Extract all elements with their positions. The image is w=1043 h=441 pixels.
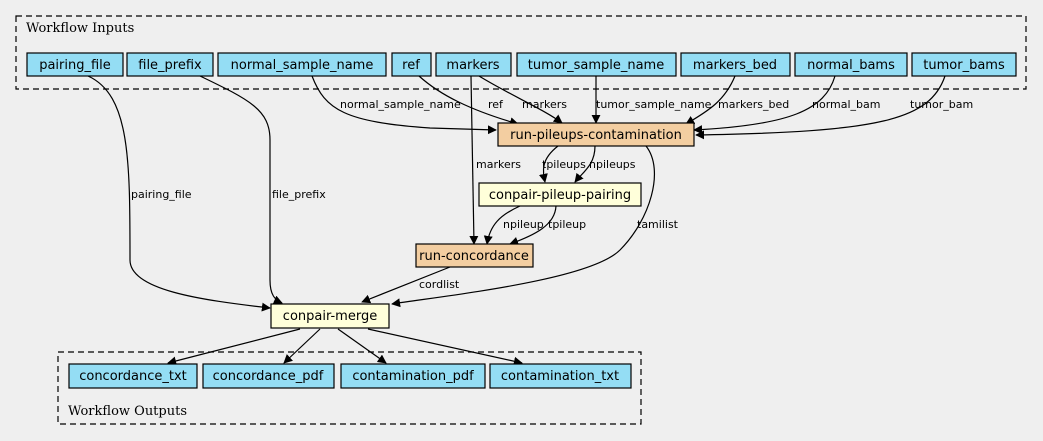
output-node-contamination-pdf[interactable]: contamination_pdf [340, 363, 486, 389]
svg-text:file_prefix: file_prefix [138, 58, 202, 73]
input-node-markers-bed[interactable]: markers_bed [680, 52, 791, 77]
edge-ref-to-pileups [418, 75, 519, 127]
svg-text:normal_bams: normal_bams [807, 58, 895, 73]
edge-merge-to-concordance-txt [167, 328, 301, 366]
edge-markers-bed-to-pileups [685, 75, 736, 125]
edge-label-pairing-file: pairing_file [131, 188, 192, 201]
workflow-outputs-label: Workflow Outputs [68, 404, 187, 419]
step-node-run-pileups-contamination[interactable]: run-pileups-contamination [497, 122, 695, 147]
svg-text:concordance_pdf: concordance_pdf [213, 369, 324, 384]
step-node-conpair-merge[interactable]: conpair-merge [270, 303, 390, 329]
svg-text:tumor_bams: tumor_bams [923, 58, 1005, 73]
svg-text:run-concordance: run-concordance [419, 249, 529, 264]
edge-merge-to-contamination-pdf [337, 328, 387, 364]
svg-text:markers_bed: markers_bed [693, 58, 777, 73]
svg-text:normal_sample_name: normal_sample_name [231, 58, 374, 73]
edge-normal-bams-to-pileups [693, 75, 836, 135]
svg-text:contamination_pdf: contamination_pdf [352, 369, 474, 384]
input-node-file-prefix[interactable]: file_prefix [126, 52, 214, 77]
edge-cordlist [361, 266, 451, 304]
edge-npileup [483, 205, 521, 245]
edge-normal-sample-name-to-pileups [311, 75, 497, 135]
edge-merge-to-concordance-pdf [283, 328, 321, 364]
workflow-outputs-cluster: Workflow Outputs [57, 351, 642, 425]
svg-text:conpair-pileup-pairing: conpair-pileup-pairing [489, 188, 631, 203]
svg-text:pairing_file: pairing_file [39, 58, 111, 73]
edge-label-npileup: npileup [503, 218, 544, 231]
edge-tpileups [538, 145, 559, 183]
edge-markers-to-concordance [469, 75, 479, 245]
output-node-concordance-pdf[interactable]: concordance_pdf [202, 363, 335, 389]
edge-tamilist [391, 145, 655, 308]
output-node-concordance-txt[interactable]: concordance_txt [68, 363, 198, 389]
input-node-tumor-sample-name[interactable]: tumor_sample_name [516, 52, 677, 77]
input-node-ref[interactable]: ref [391, 52, 432, 77]
step-nodes: run-pileups-contamination conpair-pileup… [270, 122, 695, 329]
step-node-conpair-pileup-pairing[interactable]: conpair-pileup-pairing [478, 182, 642, 207]
svg-text:ref: ref [402, 58, 420, 73]
output-nodes: concordance_txt concordance_pdf contamin… [68, 363, 632, 389]
svg-text:run-pileups-contamination: run-pileups-contamination [510, 128, 682, 143]
input-node-tumor-bams[interactable]: tumor_bams [911, 52, 1017, 77]
input-nodes: pairing_file file_prefix normal_sample_n… [26, 52, 1017, 77]
output-node-contamination-txt[interactable]: contamination_txt [489, 363, 632, 389]
edge-tpileup [509, 205, 557, 246]
edge-label-tpileup: tpileup [548, 218, 586, 231]
edge-pairing-file-to-merge [87, 75, 271, 312]
edge-markers-to-pileups [478, 75, 563, 124]
edge-label-tumor-sample-name: tumor_sample_name [596, 98, 712, 111]
edge-label-tpileups: tpileups [542, 158, 586, 171]
edges [87, 75, 946, 366]
edge-tumor-bams-to-pileups [695, 75, 946, 140]
workflow-inputs-cluster: Workflow Inputs [15, 15, 1027, 90]
step-node-run-concordance[interactable]: run-concordance [415, 243, 534, 268]
svg-text:conpair-merge: conpair-merge [283, 309, 377, 324]
svg-text:concordance_txt: concordance_txt [79, 369, 187, 384]
edge-label-npileups: npileups [589, 158, 636, 171]
workflow-inputs-label: Workflow Inputs [26, 21, 134, 36]
edge-merge-to-contamination-txt [367, 328, 523, 366]
svg-text:markers: markers [446, 58, 499, 73]
edge-labels: normal_sample_name ref markers tumor_sam… [131, 98, 973, 291]
edge-label-markers-bed: markers_bed [718, 98, 789, 111]
edge-label-markers-concordance: markers [476, 158, 521, 171]
edge-label-markers: markers [522, 98, 567, 111]
input-node-normal-bams[interactable]: normal_bams [794, 52, 908, 77]
edge-label-file-prefix: file_prefix [272, 188, 326, 201]
input-node-markers[interactable]: markers [435, 52, 512, 77]
edge-label-tamilist: tamilist [637, 218, 679, 231]
input-node-normal-sample-name[interactable]: normal_sample_name [217, 52, 387, 77]
edge-npileups [574, 145, 596, 183]
svg-text:contamination_txt: contamination_txt [501, 369, 619, 384]
edge-label-cordlist: cordlist [419, 278, 460, 291]
edge-label-normal-sample-name: normal_sample_name [340, 98, 461, 111]
edge-file-prefix-to-merge [199, 75, 283, 304]
edge-label-ref: ref [488, 98, 504, 111]
svg-text:tumor_sample_name: tumor_sample_name [528, 58, 664, 73]
input-node-pairing-file[interactable]: pairing_file [26, 52, 124, 77]
edge-label-tumor-bam: tumor_bam [910, 98, 973, 111]
edge-label-normal-bam: normal_bam [812, 98, 880, 111]
